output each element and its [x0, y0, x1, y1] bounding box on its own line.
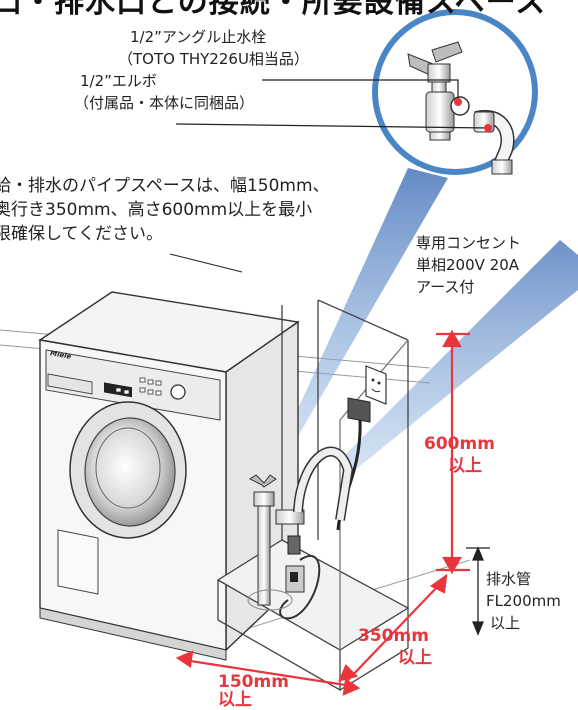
zoom-beam-2: [340, 240, 578, 470]
drain-label-line3: 以上: [490, 614, 521, 632]
stopcock-label-line2: （TOTO THY226U相当品）: [118, 50, 309, 68]
outlet-label-line1: 専用コンセント: [416, 234, 522, 252]
zoom-beam-1: [280, 168, 448, 450]
depth-dim-suffix: 以上: [398, 648, 432, 668]
elbow-label-line2: （付属品・本体に同梱品）: [74, 94, 255, 112]
elbow-marker: [484, 124, 492, 132]
note-line2: 奥行き350mm、高さ600mm以上を最小: [0, 200, 313, 220]
note-line3: 限確保してください。: [0, 224, 163, 244]
elbow-label-line1: 1/2”エルボ: [80, 72, 157, 90]
outlet-label-line3: アース付: [416, 278, 475, 296]
leader-lines: [176, 79, 491, 129]
width-dim-suffix: 以上: [218, 690, 252, 710]
height-dim-suffix: 以上: [448, 456, 482, 476]
note-leader: [169, 253, 243, 273]
plumbing-assembly: [247, 446, 354, 620]
dimension-lines: [175, 329, 470, 696]
zoom-circle: [372, 9, 538, 175]
page-title: 口・排水口との接続・所要設備スペース: [0, 0, 547, 20]
washing-machine: [38, 291, 300, 661]
outlet-label-line2: 単相200V 20A: [416, 256, 520, 274]
drain-dimension: [466, 546, 490, 636]
stopcock-label-line1: 1/2”アングル止水栓: [130, 28, 267, 46]
note-line1: 給・排水のパイプスペースは、幅150mm、: [0, 176, 330, 196]
width-dim-value: 150mm: [218, 672, 289, 692]
depth-dim-value: 350mm: [358, 626, 429, 646]
drain-label-line1: 排水管: [486, 570, 532, 588]
stopcock-marker: [454, 98, 462, 106]
drain-label-line2: FL200mm: [486, 592, 561, 610]
height-dim-value: 600mm: [424, 434, 495, 454]
